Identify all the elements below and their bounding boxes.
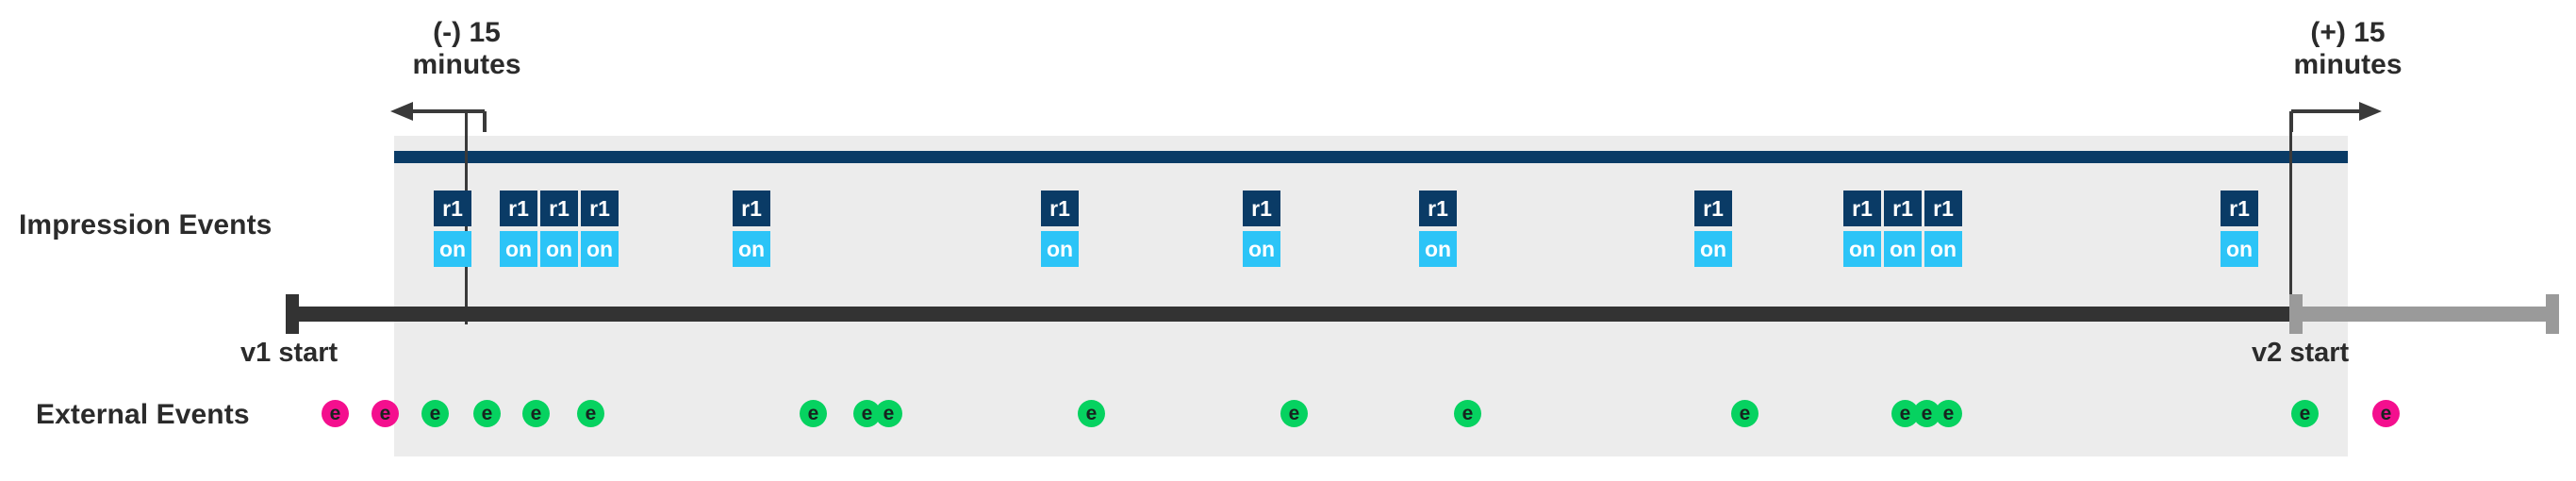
impression-events-row-label: Impression Events [19, 209, 272, 240]
external-event-dot: e [1078, 400, 1105, 427]
impression-chip-state: on [1243, 231, 1280, 267]
external-event-dot: e [2291, 400, 2319, 427]
impression-chip-state: on [2221, 231, 2258, 267]
impression-chip-state: on [540, 231, 578, 267]
external-event-dot: e [473, 400, 501, 427]
v1-timeline-bar [292, 307, 2296, 322]
minus-15-line2: minutes [412, 49, 521, 80]
external-event-dot: e [522, 400, 550, 427]
v2-timeline-bar [2296, 307, 2555, 322]
v1-start-label: v1 start [240, 338, 339, 368]
external-events-row-label: External Events [36, 399, 250, 430]
external-event-dot: e [421, 400, 449, 427]
impression-chip-state: on [500, 231, 537, 267]
impression-chip-rule: r1 [1419, 191, 1457, 226]
impression-chip-state: on [1041, 231, 1079, 267]
external-event-dot: e [372, 400, 399, 427]
plus-15-minutes-annotation: (+) 15 minutes [2211, 17, 2485, 81]
impression-chip-rule: r1 [1843, 191, 1881, 226]
external-event-dot: e [875, 400, 902, 427]
plus-15-line1: (+) 15 [2310, 17, 2386, 48]
impression-chip-state: on [434, 231, 471, 267]
impression-chip-rule: r1 [1924, 191, 1962, 226]
impression-chip-rule: r1 [581, 191, 619, 226]
plus-15-boundary-line [2289, 111, 2292, 324]
plus-15-arrow-icon [2289, 102, 2382, 132]
external-event-dot: e [1280, 400, 1308, 427]
external-event-dot: e [1935, 400, 1962, 427]
impression-chip-rule: r1 [1041, 191, 1079, 226]
impression-chip-state: on [1924, 231, 1962, 267]
impression-chip-state: on [581, 231, 619, 267]
impression-chip-rule: r1 [733, 191, 770, 226]
impression-chip-rule: r1 [1243, 191, 1280, 226]
impression-chip-state: on [1419, 231, 1457, 267]
impression-chip-state: on [1843, 231, 1881, 267]
impression-chip-state: on [1884, 231, 1922, 267]
minus-15-minutes-annotation: (-) 15 minutes [330, 17, 603, 81]
external-event-dot: e [1454, 400, 1481, 427]
external-event-dot: e [322, 400, 349, 427]
attribution-window-band [394, 136, 2348, 456]
impression-chip-state: on [733, 231, 770, 267]
impression-chip-rule: r1 [1884, 191, 1922, 226]
minus-15-line1: (-) 15 [433, 17, 501, 48]
v2-end-cap [2546, 294, 2559, 334]
impression-chip-rule: r1 [2221, 191, 2258, 226]
impression-header-rule [394, 151, 2348, 163]
impression-chip-rule: r1 [1694, 191, 1732, 226]
impression-chip-rule: r1 [500, 191, 537, 226]
external-event-dot: e [800, 400, 827, 427]
impression-chip-state: on [1694, 231, 1732, 267]
v2-start-label: v2 start [2252, 338, 2350, 368]
plus-15-line2: minutes [2293, 49, 2403, 80]
external-event-dot: e [2372, 400, 2400, 427]
external-event-dot: e [577, 400, 604, 427]
minus-15-arrow-icon [390, 102, 487, 132]
impression-chip-rule: r1 [434, 191, 471, 226]
impression-chip-rule: r1 [540, 191, 578, 226]
external-event-dot: e [1731, 400, 1759, 427]
